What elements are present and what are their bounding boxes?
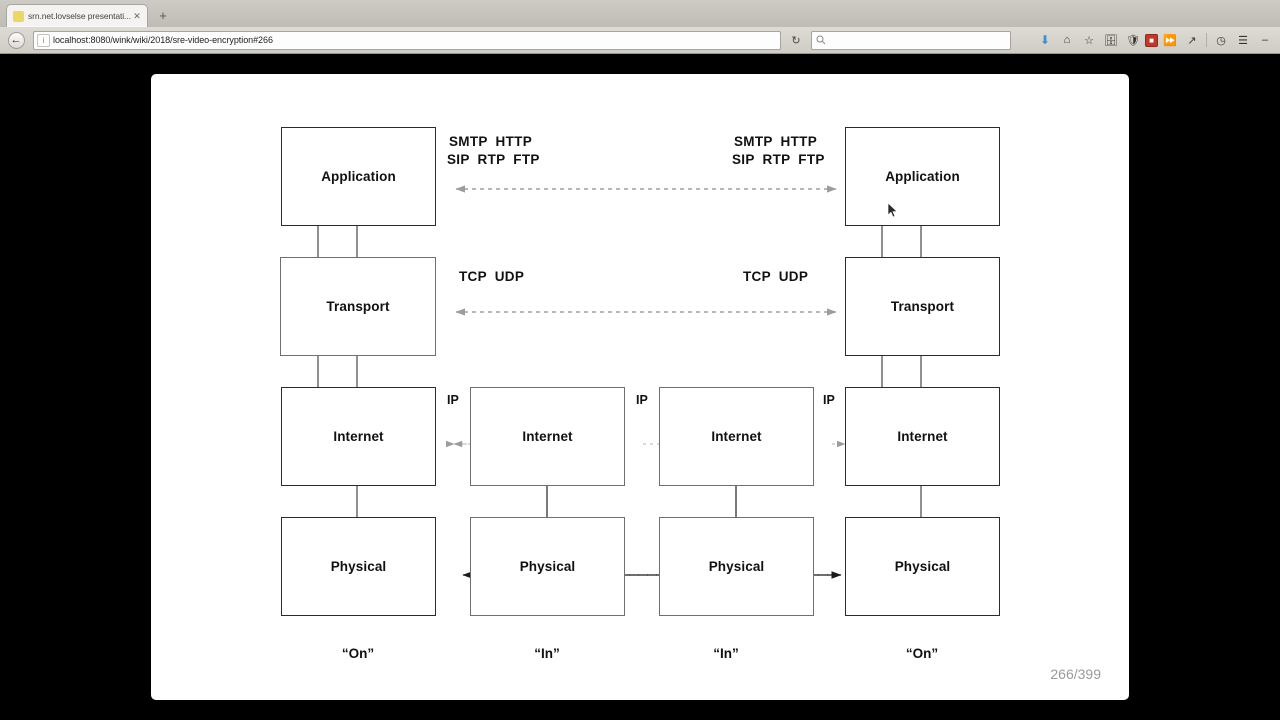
node-internet-mid1: Internet bbox=[470, 387, 625, 486]
browser-toolbar-icons: ⬇ ⌂ ☆ 🗄 🛡 ■ ⏩ ↗ ◷ ☰ – bbox=[1034, 27, 1276, 53]
protocol-label-app-left-line2: SIP RTP FTP bbox=[447, 152, 540, 167]
toolbar-divider bbox=[1206, 33, 1207, 47]
protocol-label-app-left-line1: SMTP HTTP bbox=[449, 134, 533, 149]
browser-tab[interactable]: srn.net.lovselse presentati... ✕ bbox=[6, 4, 148, 27]
mouse-pointer-icon bbox=[887, 202, 898, 218]
node-physical-right: Physical bbox=[845, 517, 1000, 616]
foot-label-on-left: “On” bbox=[341, 646, 375, 661]
url-text: localhost:8080/wink/wiki/2018/sre-video-… bbox=[53, 35, 273, 45]
navigation-toolbar: ← i localhost:8080/wink/wiki/2018/sre-vi… bbox=[0, 27, 1280, 53]
tab-strip: srn.net.lovselse presentati... ✕ + bbox=[0, 0, 1280, 27]
node-transport-right: Transport bbox=[845, 257, 1000, 356]
adblock-icon[interactable]: ■ bbox=[1145, 33, 1158, 47]
node-internet-left: Internet bbox=[281, 387, 436, 486]
archive-icon[interactable]: 🗄 bbox=[1104, 34, 1118, 47]
node-application-left: Application bbox=[281, 127, 436, 226]
search-icon bbox=[816, 35, 826, 45]
protocol-label-ip-3: IP bbox=[823, 393, 835, 407]
back-arrow-icon: ← bbox=[7, 31, 25, 49]
close-icon[interactable]: ✕ bbox=[133, 11, 141, 21]
minimize-icon[interactable]: – bbox=[1261, 34, 1269, 46]
node-physical-mid2: Physical bbox=[659, 517, 814, 616]
reload-icon[interactable]: ↻ bbox=[791, 34, 801, 47]
protocol-label-ip-2: IP bbox=[636, 393, 648, 407]
info-icon[interactable]: i bbox=[37, 33, 50, 47]
slide: Application Transport Internet Physical … bbox=[151, 74, 1129, 700]
new-tab-button[interactable]: + bbox=[159, 8, 167, 23]
foot-label-in-mid1: “In” bbox=[534, 646, 560, 661]
download-icon[interactable]: ⬇ bbox=[1039, 33, 1051, 47]
node-internet-right: Internet bbox=[845, 387, 1000, 486]
protocol-label-transport-left: TCP UDP bbox=[459, 269, 525, 284]
protocol-label-app-right-line2: SIP RTP FTP bbox=[732, 152, 825, 167]
send-icon[interactable]: ⏩ bbox=[1163, 34, 1177, 47]
tab-title: srn.net.lovselse presentati... bbox=[28, 11, 131, 21]
page-number: 266/399 bbox=[1050, 666, 1101, 682]
tcpip-layer-diagram: Application Transport Internet Physical … bbox=[151, 74, 1129, 700]
page-favicon-icon bbox=[13, 10, 24, 22]
shield-icon[interactable]: 🛡 bbox=[1126, 34, 1140, 47]
node-application-right: Application bbox=[845, 127, 1000, 226]
protocol-label-ip-1: IP bbox=[447, 393, 459, 407]
star-icon[interactable]: ☆ bbox=[1084, 34, 1094, 47]
address-bar[interactable]: i localhost:8080/wink/wiki/2018/sre-vide… bbox=[33, 30, 781, 50]
node-transport-left: Transport bbox=[280, 257, 436, 356]
node-internet-mid2: Internet bbox=[659, 387, 814, 486]
presentation-stage: Application Transport Internet Physical … bbox=[0, 54, 1280, 720]
node-physical-mid1: Physical bbox=[470, 517, 625, 616]
clock-icon[interactable]: ◷ bbox=[1216, 34, 1226, 47]
pocket-icon[interactable]: ↗ bbox=[1187, 34, 1197, 47]
protocol-label-app-right-line1: SMTP HTTP bbox=[734, 134, 818, 149]
home-icon[interactable]: ⌂ bbox=[1063, 34, 1071, 46]
back-button[interactable]: ← bbox=[5, 30, 27, 50]
search-input[interactable] bbox=[811, 30, 1011, 50]
menu-icon[interactable]: ☰ bbox=[1238, 34, 1248, 47]
node-physical-left: Physical bbox=[281, 517, 436, 616]
foot-label-in-mid2: “In” bbox=[713, 646, 739, 661]
foot-label-on-right: “On” bbox=[905, 646, 939, 661]
browser-chrome: srn.net.lovselse presentati... ✕ + ← i l… bbox=[0, 0, 1280, 54]
protocol-label-transport-right: TCP UDP bbox=[743, 269, 809, 284]
